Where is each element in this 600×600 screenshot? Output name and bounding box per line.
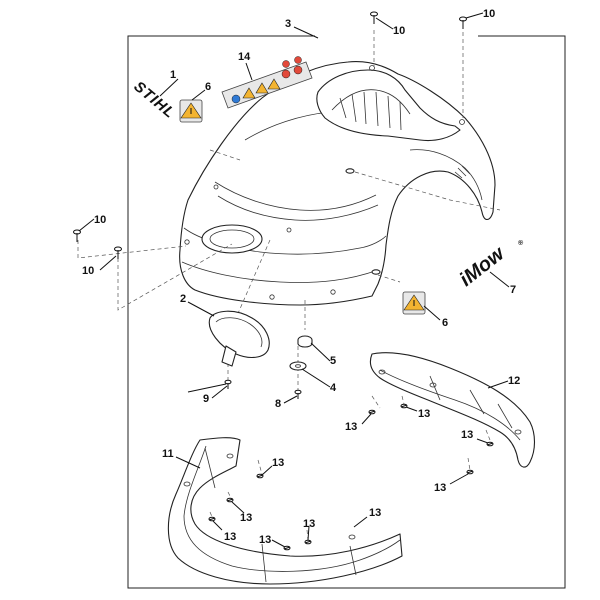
- callout-9: 9: [203, 393, 209, 405]
- callout-13-j: 13: [369, 507, 381, 519]
- headlight-lens: [208, 310, 270, 367]
- callout-13-d: 13: [434, 482, 446, 494]
- imow-decal: iMow: [456, 242, 510, 291]
- callout-13-e: 13: [272, 457, 284, 469]
- callout-13-a: 13: [345, 421, 357, 433]
- screws-13: [208, 403, 494, 551]
- screw-9: [224, 379, 232, 389]
- bumper-right: [369, 352, 536, 468]
- assembly-lines: [77, 30, 501, 541]
- imow-trademark: ®: [516, 238, 526, 248]
- callout-13-f: 13: [240, 512, 252, 524]
- callout-7: 7: [510, 284, 516, 296]
- screw-10-top-a: [370, 11, 378, 24]
- callout-10-left-b: 10: [82, 265, 94, 277]
- callout-6-upper: 6: [205, 81, 211, 93]
- diagram-frame: [127, 35, 566, 589]
- callout-14: 14: [238, 51, 251, 63]
- callout-10-left-a: 10: [94, 214, 106, 226]
- callout-11: 11: [162, 448, 174, 460]
- callout-13-h: 13: [303, 518, 315, 530]
- callout-1: 1: [170, 69, 176, 81]
- callout-3: 3: [285, 18, 291, 30]
- callout-13-c: 13: [461, 429, 473, 441]
- screw-10-left-b: [114, 246, 122, 259]
- callout-13-g: 13: [224, 531, 236, 543]
- washer-4: [289, 361, 307, 371]
- callout-2: 2: [180, 293, 186, 305]
- screw-10-left-a: [73, 229, 81, 242]
- callout-10-top-a: 10: [393, 25, 405, 37]
- stihl-decal: STIHL: [130, 78, 178, 122]
- callout-5: 5: [330, 355, 336, 367]
- leader-lines: [78, 12, 510, 548]
- callout-10-top-b: 10: [483, 8, 495, 20]
- warning-sticker-set: [221, 56, 313, 109]
- bumper-front: [167, 437, 403, 585]
- hood-cover: [179, 61, 496, 306]
- callout-6-lower: 6: [442, 317, 448, 329]
- grommet-5: [297, 335, 313, 348]
- callout-12: 12: [508, 375, 520, 387]
- callouts: 1 2 3 4 5 6 6 7 8 9 10 10 10 10 11 12 13…: [82, 8, 520, 546]
- screw-8: [294, 389, 302, 399]
- callout-4: 4: [330, 382, 337, 394]
- screw-10-top-b: [459, 16, 467, 29]
- warning-label-upper: [179, 99, 203, 123]
- callout-8: 8: [275, 398, 281, 410]
- callout-13-b: 13: [418, 408, 430, 420]
- warning-label-lower: [402, 291, 426, 315]
- callout-13-i: 13: [259, 534, 271, 546]
